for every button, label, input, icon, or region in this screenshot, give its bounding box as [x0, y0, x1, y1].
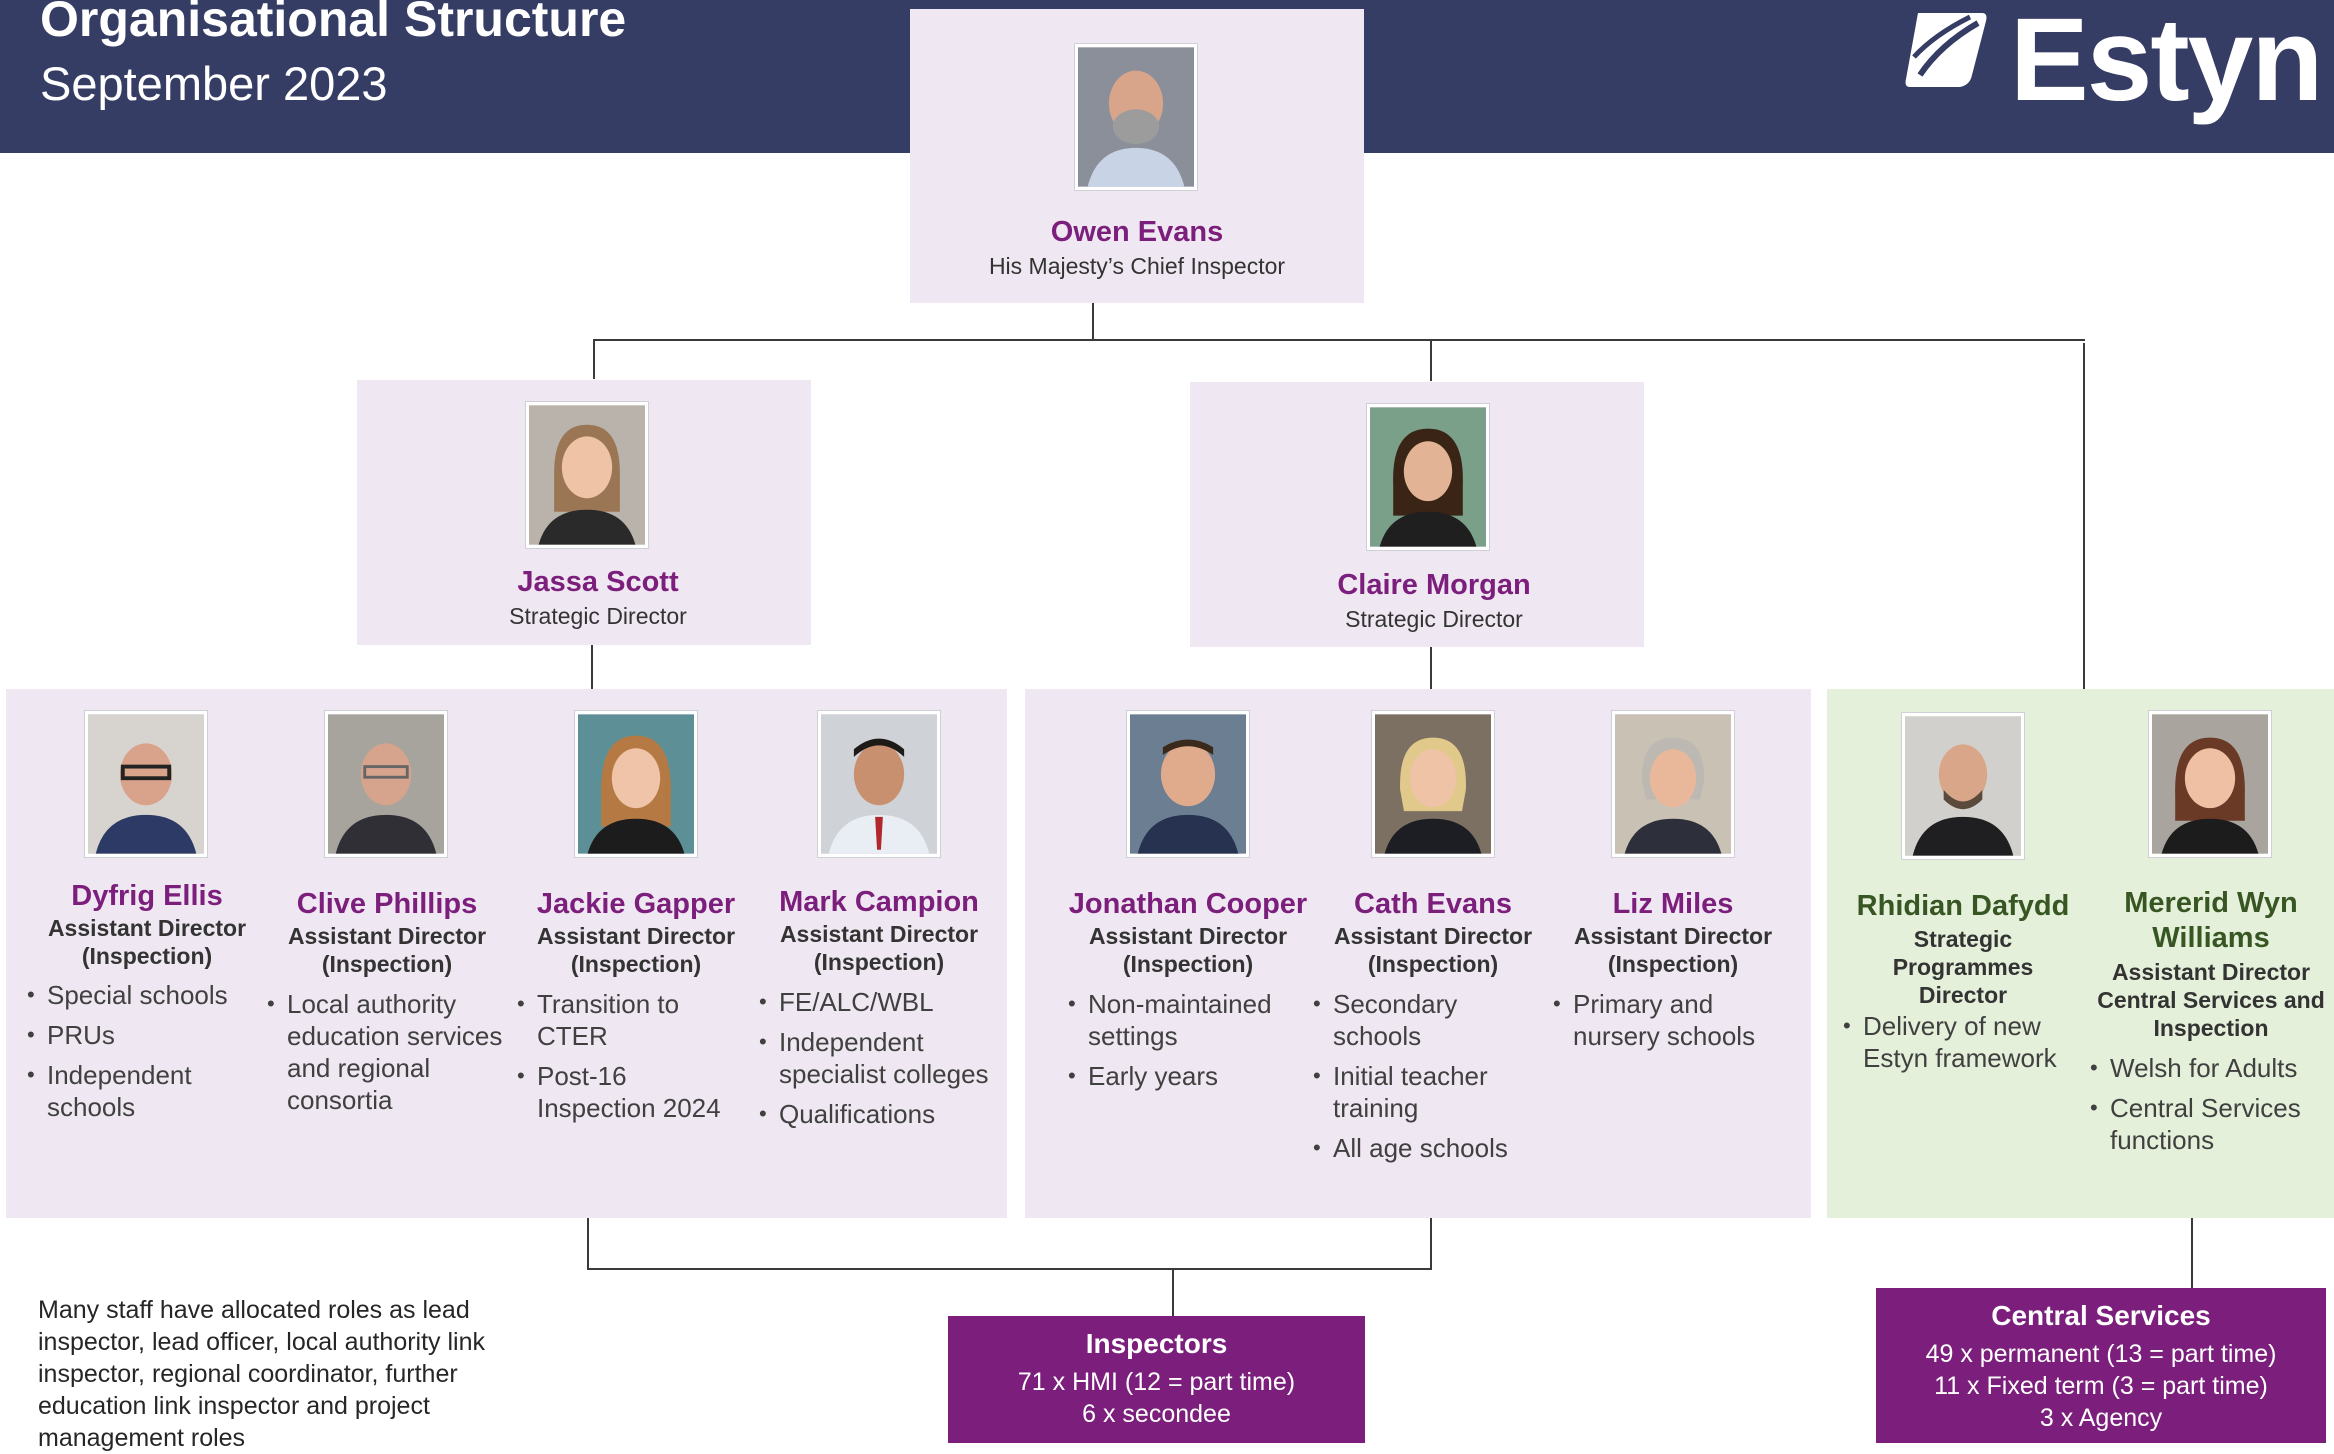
connector — [1430, 647, 1432, 689]
page-date: September 2023 — [40, 57, 388, 110]
inspectors-title: Inspectors — [1085, 1328, 1228, 1359]
director-photo — [1902, 713, 2024, 859]
connector — [1430, 339, 1432, 381]
assistant-director-name: Liz Miles — [1612, 888, 1734, 920]
connector — [587, 1218, 589, 1270]
responsibility-list: FE/ALC/WBL Independent specialist colleg… — [759, 986, 1007, 1138]
assistant-director-role: Assistant Director (Inspection) — [287, 923, 487, 977]
assistant-director-name: Dyfrig Ellis — [71, 880, 223, 912]
assistant-director-name: Mark Campion — [779, 886, 979, 918]
list-item: Qualifications — [759, 1098, 1007, 1130]
assistant-director-name: Clive Phillips — [296, 888, 478, 920]
responsibility-list: Welsh for Adults Central Services functi… — [2090, 1052, 2330, 1164]
assistant-director-name: Cath Evans — [1354, 888, 1512, 920]
assistant-director-name: Mererid Wyn Williams — [2124, 887, 2298, 954]
connector — [2191, 1218, 2193, 1288]
estyn-logo-icon — [1905, 13, 1987, 87]
list-item: Independent specialist colleges — [759, 1026, 1007, 1090]
chief-name: Owen Evans — [1050, 216, 1224, 248]
list-item: Transition to CTER — [517, 988, 747, 1052]
connector — [587, 1268, 1432, 1270]
list-item: Central Services functions — [2090, 1092, 2330, 1156]
inspectors-line: 6 x secondee — [1082, 1400, 1231, 1428]
assistant-director-photo — [818, 711, 940, 857]
responsibility-list: Secondary schools Initial teacher traini… — [1313, 988, 1543, 1172]
assistant-director-name: Jackie Gapper — [536, 888, 736, 920]
connector — [2083, 343, 2085, 689]
connector — [593, 339, 2085, 341]
connector — [1092, 303, 1094, 339]
central-services-title: Central Services — [1991, 1300, 2211, 1331]
assistant-director-photo — [85, 711, 207, 857]
responsibility-list: Transition to CTER Post-16 Inspection 20… — [517, 988, 747, 1132]
list-item: Delivery of new Estyn framework — [1843, 1010, 2083, 1074]
director-role: Strategic Programmes Director — [1892, 926, 2034, 1008]
assistant-director-role: Assistant Director Central Services and … — [2097, 959, 2325, 1041]
assistant-director-role: Assistant Director (Inspection) — [1333, 923, 1533, 977]
responsibility-list: Non-maintained settings Early years — [1068, 988, 1308, 1100]
connector — [1172, 1268, 1174, 1316]
assistant-director-photo — [1372, 711, 1494, 857]
list-item: Secondary schools — [1313, 988, 1543, 1052]
assistant-director-role: Assistant Director (Inspection) — [1573, 923, 1773, 977]
director-photo — [1367, 404, 1489, 550]
assistant-director-role: Assistant Director (Inspection) — [1088, 923, 1288, 977]
list-item: PRUs — [27, 1019, 257, 1051]
list-item: Special schools — [27, 979, 257, 1011]
chief-photo — [1075, 44, 1197, 190]
assistant-director-role: Assistant Director (Inspection) — [536, 923, 736, 977]
director-name: Jassa Scott — [517, 566, 679, 598]
director-role: Strategic Director — [1345, 606, 1523, 632]
list-item: Local authority education services and r… — [267, 988, 517, 1116]
list-item: Early years — [1068, 1060, 1308, 1092]
responsibility-list: Delivery of new Estyn framework — [1843, 1010, 2083, 1082]
assistant-director-role: Assistant Director (Inspection) — [47, 915, 247, 969]
central-services-box: Central Services 49 x permanent (13 = pa… — [1876, 1288, 2326, 1443]
list-item: Welsh for Adults — [2090, 1052, 2330, 1084]
list-item: Initial teacher training — [1313, 1060, 1543, 1124]
list-item: Post-16 Inspection 2024 — [517, 1060, 747, 1124]
central-services-line: 11 x Fixed term (3 = part time) — [1934, 1372, 2268, 1400]
assistant-director-photo — [1127, 711, 1249, 857]
inspectors-box: Inspectors 71 x HMI (12 = part time) 6 x… — [948, 1316, 1365, 1443]
director-name: Claire Morgan — [1337, 569, 1531, 601]
assistant-director-photo — [1612, 711, 1734, 857]
director-photo — [526, 402, 648, 548]
responsibility-list: Special schools PRUs Independent schools — [27, 979, 257, 1131]
list-item: Non-maintained settings — [1068, 988, 1308, 1052]
director-name: Rhidian Dafydd — [1856, 890, 2070, 922]
connector — [1430, 1218, 1432, 1270]
connector — [591, 645, 593, 689]
inspectors-line: 71 x HMI (12 = part time) — [1017, 1368, 1296, 1396]
assistant-director-photo — [2149, 711, 2271, 857]
director-role: Strategic Director — [509, 603, 687, 629]
assistant-director-photo — [575, 711, 697, 857]
connector — [593, 339, 595, 379]
assistant-director-role: Assistant Director (Inspection) — [779, 921, 979, 975]
page-title: Organisational Structure — [40, 0, 627, 47]
list-item: All age schools — [1313, 1132, 1543, 1164]
list-item: Primary and nursery schools — [1553, 988, 1803, 1052]
list-item: FE/ALC/WBL — [759, 986, 1007, 1018]
staff-roles-note: Many staff have allocated roles as lead … — [38, 1296, 486, 1452]
responsibility-list: Primary and nursery schools — [1553, 988, 1803, 1060]
central-services-line: 3 x Agency — [2039, 1404, 2163, 1432]
central-services-line: 49 x permanent (13 = part time) — [1925, 1340, 2277, 1368]
list-item: Independent schools — [27, 1059, 257, 1123]
assistant-director-photo — [325, 711, 447, 857]
responsibility-list: Local authority education services and r… — [267, 988, 517, 1124]
chief-role: His Majesty’s Chief Inspector — [988, 253, 1286, 279]
assistant-director-name: Jonathan Cooper — [1068, 888, 1308, 920]
estyn-logo-text: Estyn — [2010, 0, 2323, 126]
